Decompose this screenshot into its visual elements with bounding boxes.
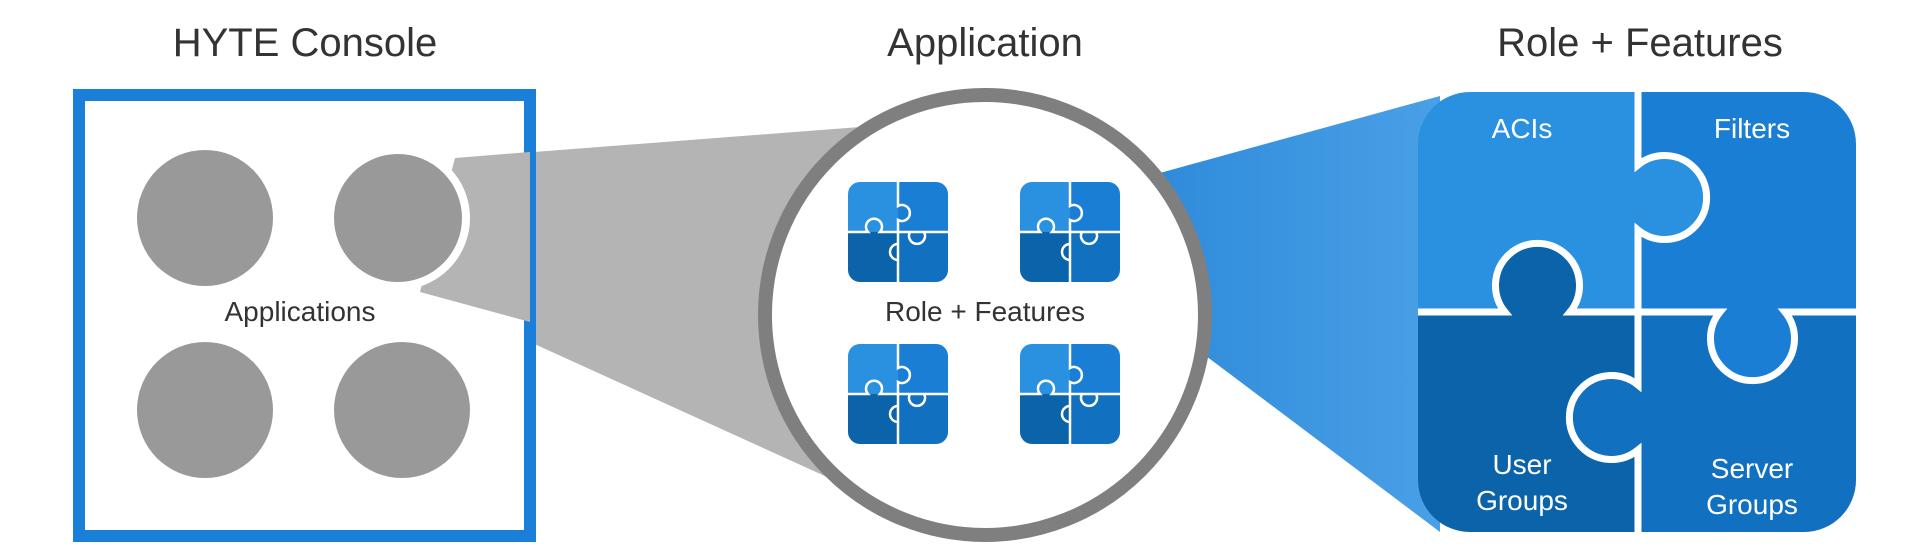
app-circle [137, 342, 273, 478]
applications-label: Applications [225, 296, 376, 327]
console-box: Applications [73, 89, 536, 542]
console-title: HYTE Console [173, 21, 438, 65]
puzzle-icon [1020, 344, 1120, 444]
filters-label: Filters [1714, 113, 1790, 144]
puzzle-icon-selected [1016, 178, 1124, 286]
zoom-funnel-blue [1105, 96, 1440, 532]
server-groups-label-line1: Server [1711, 453, 1793, 484]
application-title: Application [887, 21, 1083, 65]
puzzle-icon [848, 344, 948, 444]
role-features-puzzle [1418, 92, 1856, 532]
app-circle [334, 342, 470, 478]
acis-label: ACIs [1492, 113, 1553, 144]
user-groups-label-line1: User [1492, 449, 1551, 480]
puzzle-icon [848, 182, 948, 282]
server-groups-label-line2: Groups [1706, 489, 1798, 520]
app-circle [137, 150, 273, 286]
user-groups-label-line2: Groups [1476, 485, 1568, 516]
role-features-title: Role + Features [1497, 21, 1783, 65]
application-lens: Role + Features [758, 88, 1212, 542]
app-circle-selected [326, 146, 470, 290]
role-features-inner-label: Role + Features [885, 296, 1085, 327]
